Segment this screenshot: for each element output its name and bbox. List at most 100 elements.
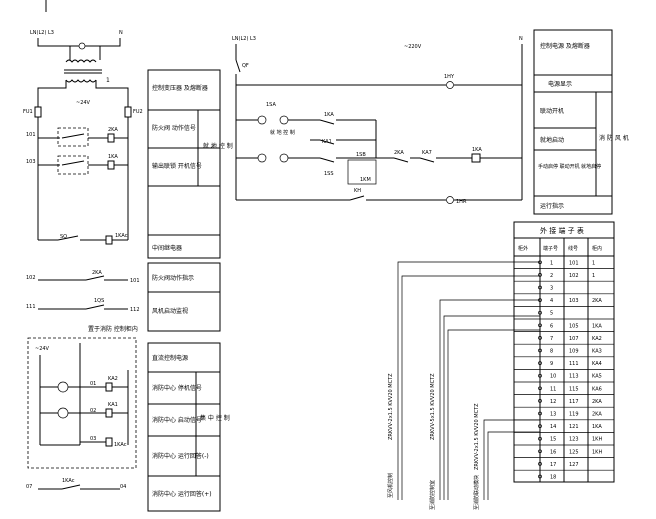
terminal-inner: 2KA (592, 298, 602, 304)
terminal-dot-icon (538, 336, 542, 340)
fuse-fu1: FU1 (23, 109, 33, 115)
terminal-number: 16 (550, 449, 556, 455)
terminal-dot-icon (538, 373, 542, 378)
left-table-title: 控制变压器 及熔断器 (152, 84, 208, 92)
terminal-dot-icon (538, 348, 542, 353)
bottom-row-relay: 1KAc (62, 478, 75, 484)
dc-row4: 消防中心 运行回答(+) (152, 490, 212, 498)
terminal-inner: 1KA (592, 424, 602, 430)
main-sa: 1SA (266, 102, 276, 108)
main-hl-top: 1HY (444, 74, 455, 80)
indicator-lamp-icon (446, 81, 454, 89)
transformer-secondary-icon (65, 79, 97, 83)
terminal-wire: 115 (569, 386, 579, 392)
fire-term-a: 01 (90, 381, 96, 387)
bottom-sw-label: SQ (60, 234, 67, 240)
left-bottom-table: 直流控制电源 消防中心 停机信号 消防中心 启动信号 消防中心 运行回答(-) … (147, 342, 230, 512)
terminal-wire: 101 (569, 260, 579, 266)
dc-title: 直流控制电源 (152, 354, 188, 362)
terminal-number: 2 (550, 273, 553, 279)
terminal-header-0: 柜外 (518, 245, 528, 252)
dc-row1: 消防中心 停机信号 (152, 384, 202, 392)
terminal-number: 9 (550, 361, 553, 367)
main-vac-label: ~220V (404, 44, 422, 50)
right-row-2: 手动启停 联动开机 就地启停 (538, 163, 601, 170)
main-ka7: KA7 (422, 150, 432, 156)
terminal-number: 3 (550, 286, 553, 292)
right-power-indicator: 电源显示 (548, 80, 572, 88)
terminal-header-2: 线号 (568, 245, 578, 252)
terminal-wire: 102 (569, 273, 579, 279)
relay-coil-icon (107, 133, 115, 143)
terminal-inner: KA5 (592, 374, 602, 380)
relay-coil-icon (105, 408, 113, 418)
main-km-tag: 2KA (394, 150, 404, 156)
terminal-dot-icon (538, 285, 542, 290)
left-table-side: 就 地 控 制 (203, 142, 233, 150)
terminal-number: 5 (550, 311, 553, 317)
terminal-inner: KA4 (592, 361, 602, 367)
bottom-row-left: 07 (26, 484, 32, 490)
label-fire-damper: 防火阀动作指示 (152, 274, 194, 282)
left-table-signal1: 防火阀 动作信号 (152, 124, 196, 132)
row2-left-label: 103 (26, 159, 36, 165)
terminal-number: 8 (550, 349, 553, 355)
vac-label: ~24V (76, 100, 91, 106)
terminal-dot-icon (538, 449, 542, 454)
terminal-number: 7 (550, 336, 553, 342)
terminal-inner: KA2 (592, 336, 602, 342)
fuse-icon (34, 106, 42, 118)
terminal-wire: 109 (569, 349, 579, 355)
main-qf: QF (242, 63, 249, 69)
left-description-table: 控制变压器 及熔断器 防火阀 动作信号 输出联锁 开机信号 就 地 控 制 中间… (147, 69, 233, 259)
terminal-wire: 117 (569, 399, 579, 405)
row-b-left: 111 (26, 304, 36, 310)
transformer-primary-icon (65, 59, 97, 63)
terminal-dot-icon (538, 474, 542, 479)
main-n-label: N (519, 36, 523, 42)
terminal-number: 14 (550, 424, 556, 430)
cable-label-2: 至消防联动模块 (473, 475, 480, 510)
terminal-wire: 105 (569, 323, 579, 329)
fire-term-b: 02 (90, 408, 96, 414)
main-ka-a: 1KA (324, 112, 334, 118)
terminal-dot-icon (538, 386, 542, 391)
terminal-wire: 107 (569, 336, 579, 342)
terminal-inner: 2KA (592, 399, 602, 405)
terminal-inner: 2KA (592, 412, 602, 418)
terminal-dot-icon (538, 361, 542, 365)
terminal-number: 10 (550, 374, 556, 380)
terminal-number: 13 (550, 412, 556, 418)
cable-spec-1: ZRKVV-5x1.5 KVV20 MCTZ (430, 373, 436, 440)
terminal-header-1: 端子号 (543, 245, 558, 252)
main-km-coil-label: 1KM (360, 177, 371, 183)
indicator-lamp-icon (78, 42, 86, 50)
terminal-inner: KA3 (592, 349, 602, 355)
main-control-circuit: LN(L2) L3 N ~220V QF 1HY 1SA 就 地 控 制 1KA… (232, 36, 523, 205)
terminal-dot-icon (538, 411, 542, 416)
fire-relay-a: KA2 (108, 376, 118, 382)
dc-side: 集 中 控 制 (200, 414, 230, 422)
row-a-relay: 2KA (92, 270, 102, 276)
row1-relay-label: 2KA (108, 127, 118, 133)
fire-relay-c: 1KAc (114, 442, 127, 448)
terminal-wire: 119 (569, 412, 579, 418)
terminal-inner: 1KH (592, 437, 602, 443)
fire-term-c: 03 (90, 436, 96, 442)
right-table-title: 控制电源 及熔断器 (540, 42, 590, 50)
indicator-lamp-icon (446, 196, 454, 204)
cable-label-1: 至消防控制室 (429, 480, 436, 510)
row-a-right: 101 (130, 278, 140, 284)
terminal-dot-icon (538, 323, 542, 328)
fuse-fu2: FU2 (133, 109, 143, 115)
main-supply-label: LN(L2) L3 (232, 36, 256, 42)
relay-coil-icon (107, 160, 115, 170)
relay-coil-icon (105, 235, 113, 245)
relay-coil-icon (105, 382, 113, 392)
terminal-wire: 121 (569, 424, 579, 430)
terminal-dot-icon (538, 273, 542, 277)
terminal-title: 外 接 端 子 表 (540, 226, 584, 235)
left-supply-label: LN(L2) L3 (30, 30, 54, 36)
terminal-dot-icon (538, 399, 542, 403)
